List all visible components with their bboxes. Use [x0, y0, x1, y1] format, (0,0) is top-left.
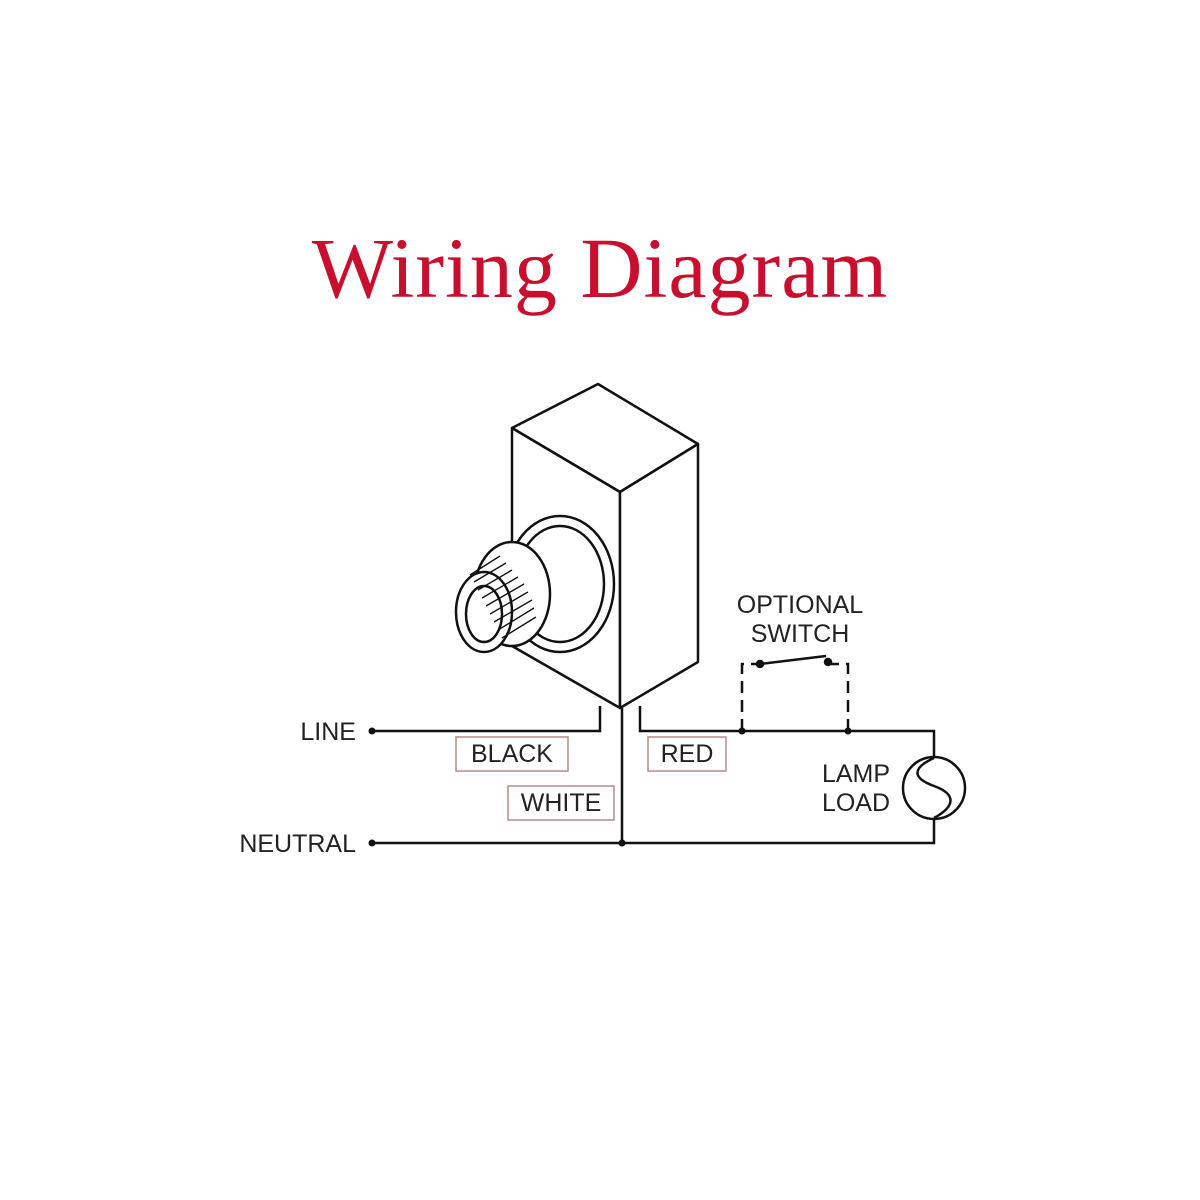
optional-switch-icon: [740, 654, 850, 731]
line-label: LINE: [300, 718, 356, 746]
lamp-load-icon: [901, 755, 967, 821]
neutral-label: NEUTRAL: [239, 830, 356, 858]
lamp-load-label-1: LAMP: [822, 760, 890, 788]
black-wire: [372, 706, 602, 733]
lamp-load-label-2: LOAD: [822, 789, 890, 817]
red-wire-tag: RED: [661, 740, 714, 768]
diagram-title: Wiring Diagram: [311, 220, 889, 316]
black-wire-tag: BLACK: [471, 740, 553, 768]
optional-switch-label-2: SWITCH: [751, 620, 850, 648]
optional-switch-label-1: OPTIONAL: [737, 591, 864, 619]
white-wire-tag: WHITE: [521, 789, 602, 817]
wires: [372, 706, 936, 845]
neutral-wire: [372, 818, 936, 845]
wire-tag-boxes: [455, 736, 727, 821]
photocell-sensor-icon: [454, 382, 700, 710]
red-wire: [638, 706, 936, 758]
